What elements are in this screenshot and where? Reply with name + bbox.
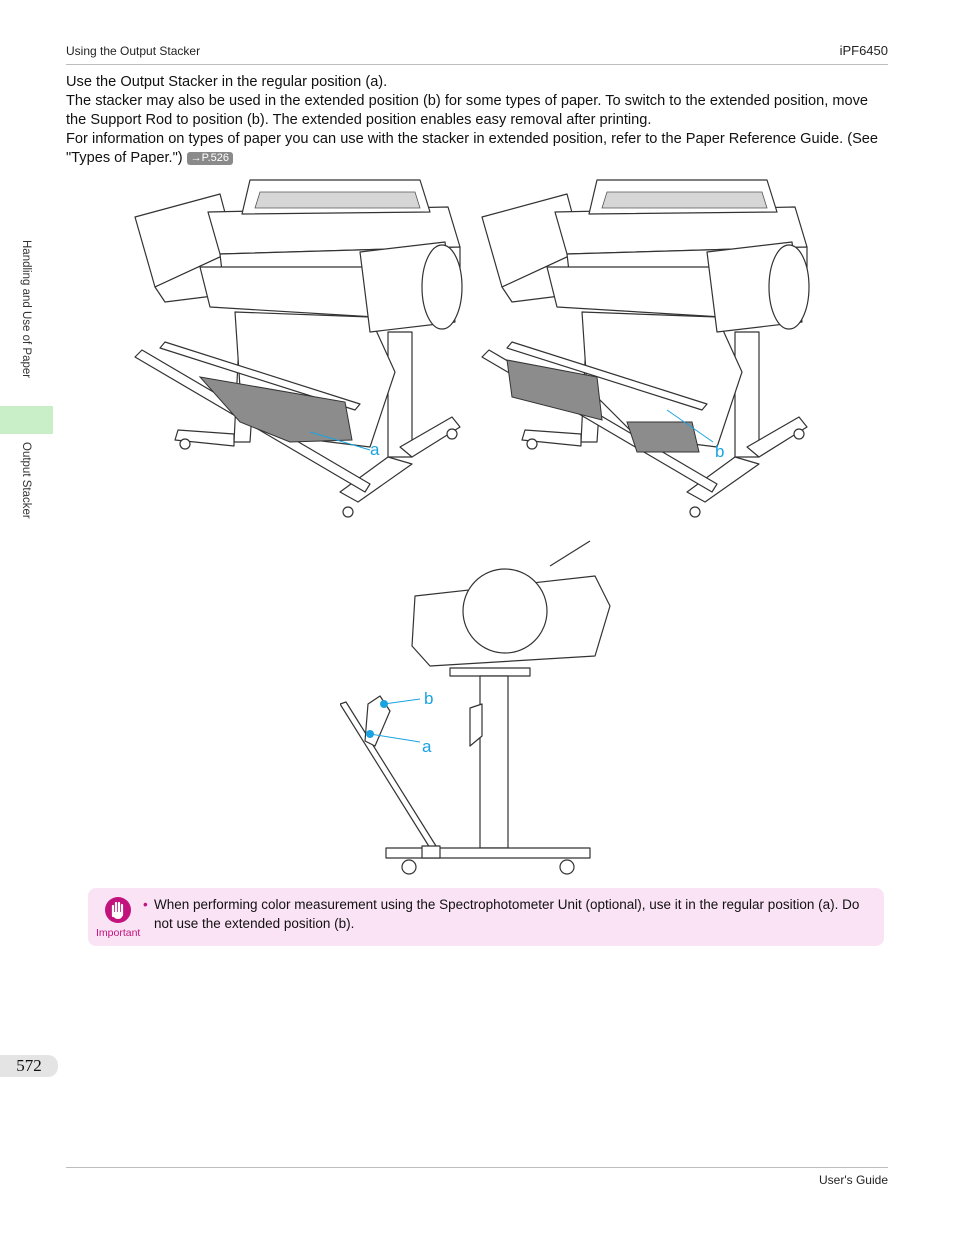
- important-label: Important: [96, 927, 141, 939]
- paragraph-paper-reference: For information on types of paper you ca…: [66, 130, 892, 168]
- header-divider: [66, 64, 888, 65]
- figure-label-a: a: [370, 440, 380, 459]
- important-text: When performing color measurement using …: [154, 897, 860, 931]
- body-text: Use the Output Stacker in the regular po…: [66, 73, 892, 168]
- running-header-section: Using the Output Stacker: [66, 44, 201, 58]
- footer-title: User's Guide: [819, 1173, 888, 1187]
- side-label-a: a: [422, 737, 432, 756]
- printer-stacker-extended-figure: b: [481, 179, 810, 518]
- running-header-model: iPF6450: [839, 43, 888, 58]
- sidebar-section-tab: [0, 406, 53, 434]
- important-callout: [88, 888, 884, 946]
- figure-label-b: b: [715, 442, 724, 461]
- printer-stacker-regular-figure: a: [134, 179, 463, 518]
- sidebar-section: Output Stacker: [20, 442, 32, 519]
- paragraph-extended-position: The stacker may also be used in the exte…: [66, 93, 869, 128]
- side-label-b: b: [424, 689, 433, 708]
- important-hand-icon: [105, 897, 131, 923]
- sidebar-chapter: Handling and Use of Paper: [20, 240, 32, 379]
- bullet-icon: •: [143, 897, 148, 912]
- printer-side-view-figure: b a: [340, 540, 611, 875]
- page-reference-link[interactable]: →P.526: [186, 152, 233, 165]
- paragraph-regular-position: Use the Output Stacker in the regular po…: [66, 74, 388, 90]
- paper-reference-text: For information on types of paper you ca…: [66, 131, 879, 166]
- page-number: 572: [0, 1055, 58, 1077]
- footer-divider: [66, 1167, 888, 1168]
- important-note: • When performing color measurement usin…: [143, 895, 863, 933]
